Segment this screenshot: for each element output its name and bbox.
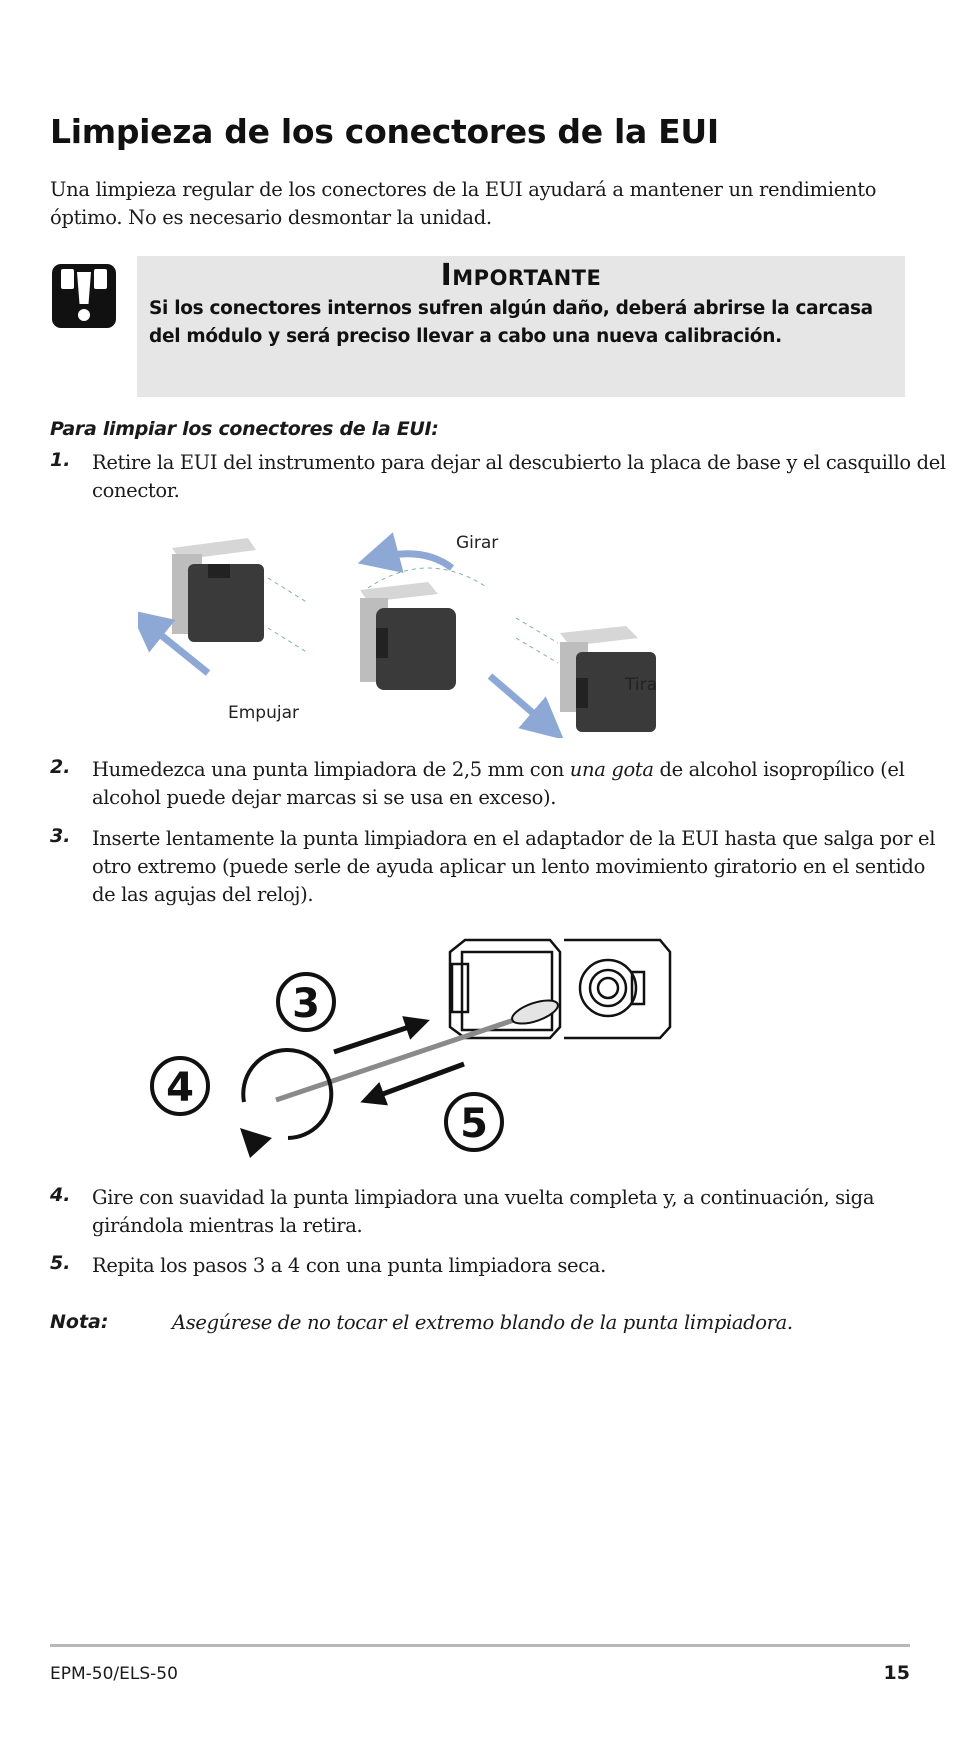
label-pull: Tirar <box>624 675 658 695</box>
page-title: Limpieza de los conectores de la EUI <box>50 112 719 151</box>
page-number: 15 <box>883 1662 910 1684</box>
step-number: 4. <box>50 1184 71 1206</box>
procedure-heading: Para limpiar los conectores de la EUI: <box>50 418 439 440</box>
step-3-label: 3 <box>292 981 320 1027</box>
step-text: Gire con suavidad la punta limpiadora un… <box>92 1186 875 1237</box>
note-label: Nota: <box>50 1311 109 1333</box>
pull-arrow <box>487 673 564 738</box>
step-text-emphasis: una gota <box>569 758 654 781</box>
cleaning-tip-swab <box>511 999 559 1025</box>
step-4: 4. Gire con suavidad la punta limpiadora… <box>50 1184 910 1240</box>
rotate-arrowhead <box>240 1128 272 1158</box>
step-text: Retire la EUI del instrumento para dejar… <box>92 451 946 502</box>
step-3-circle <box>276 972 336 1032</box>
step-number: 1. <box>50 449 71 471</box>
label-push: Empujar <box>228 703 299 723</box>
step-4-label: 4 <box>166 1065 194 1111</box>
connector-rotate-illustration <box>360 567 489 690</box>
step-number: 2. <box>50 756 71 778</box>
connector-push-illustration <box>172 538 309 654</box>
footer-product: EPM-50/ELS-50 <box>50 1664 178 1684</box>
step-text: Repita los pasos 3 a 4 con una punta lim… <box>92 1254 606 1277</box>
step-4-circle <box>150 1056 210 1116</box>
important-body: Si los conectores internos sufren algún … <box>149 298 873 347</box>
push-arrow <box>138 609 211 676</box>
connector-pull-illustration <box>515 617 656 732</box>
step-text: Humedezca una punta limpiadora de 2,5 mm… <box>92 756 947 812</box>
step-text: Inserte lentamente la punta limpiadora e… <box>92 827 936 906</box>
rotate-arrow <box>357 532 455 573</box>
step-number: 3. <box>50 825 71 847</box>
withdraw-arrow <box>360 1061 465 1106</box>
rotate-circle-arrow <box>241 1048 334 1140</box>
figure-cleaning-tip: 3 4 5 <box>150 938 672 1158</box>
step-1: 1. Retire la EUI del instrumento para de… <box>50 449 946 505</box>
eui-adapter-illustration <box>448 938 672 1040</box>
important-notice: Importante Si los conectores internos su… <box>137 256 905 397</box>
note-text: Asegúrese de no tocar el extremo blando … <box>172 1311 793 1334</box>
step-number: 5. <box>50 1252 71 1274</box>
step-text-after: de alcohol isopropílico (el alcohol pued… <box>92 758 905 809</box>
footer-divider <box>50 1644 910 1647</box>
step-5-circle <box>444 1092 504 1152</box>
figure-connector-removal: Empujar Girar Tirar <box>138 532 658 738</box>
insert-arrow <box>333 1016 430 1055</box>
label-rotate: Girar <box>456 533 498 553</box>
step-text-before: Humedezca una punta limpiadora de 2,5 mm… <box>92 758 570 781</box>
step-3: 3. Inserte lentamente la punta limpiador… <box>50 825 935 909</box>
step-5-label: 5 <box>460 1101 488 1147</box>
cleaning-tip-stick <box>275 1015 521 1103</box>
step-5: 5. Repita los pasos 3 a 4 con una punta … <box>50 1252 910 1280</box>
exclamation-warning-icon <box>52 264 116 328</box>
intro-paragraph: Una limpieza regular de los conectores d… <box>50 178 877 229</box>
important-title: Importante <box>440 258 602 293</box>
note: Nota: Asegúrese de no tocar el extremo b… <box>50 1311 930 1334</box>
step-2: 2. Humedezca una punta limpiadora de 2,5… <box>50 756 910 812</box>
